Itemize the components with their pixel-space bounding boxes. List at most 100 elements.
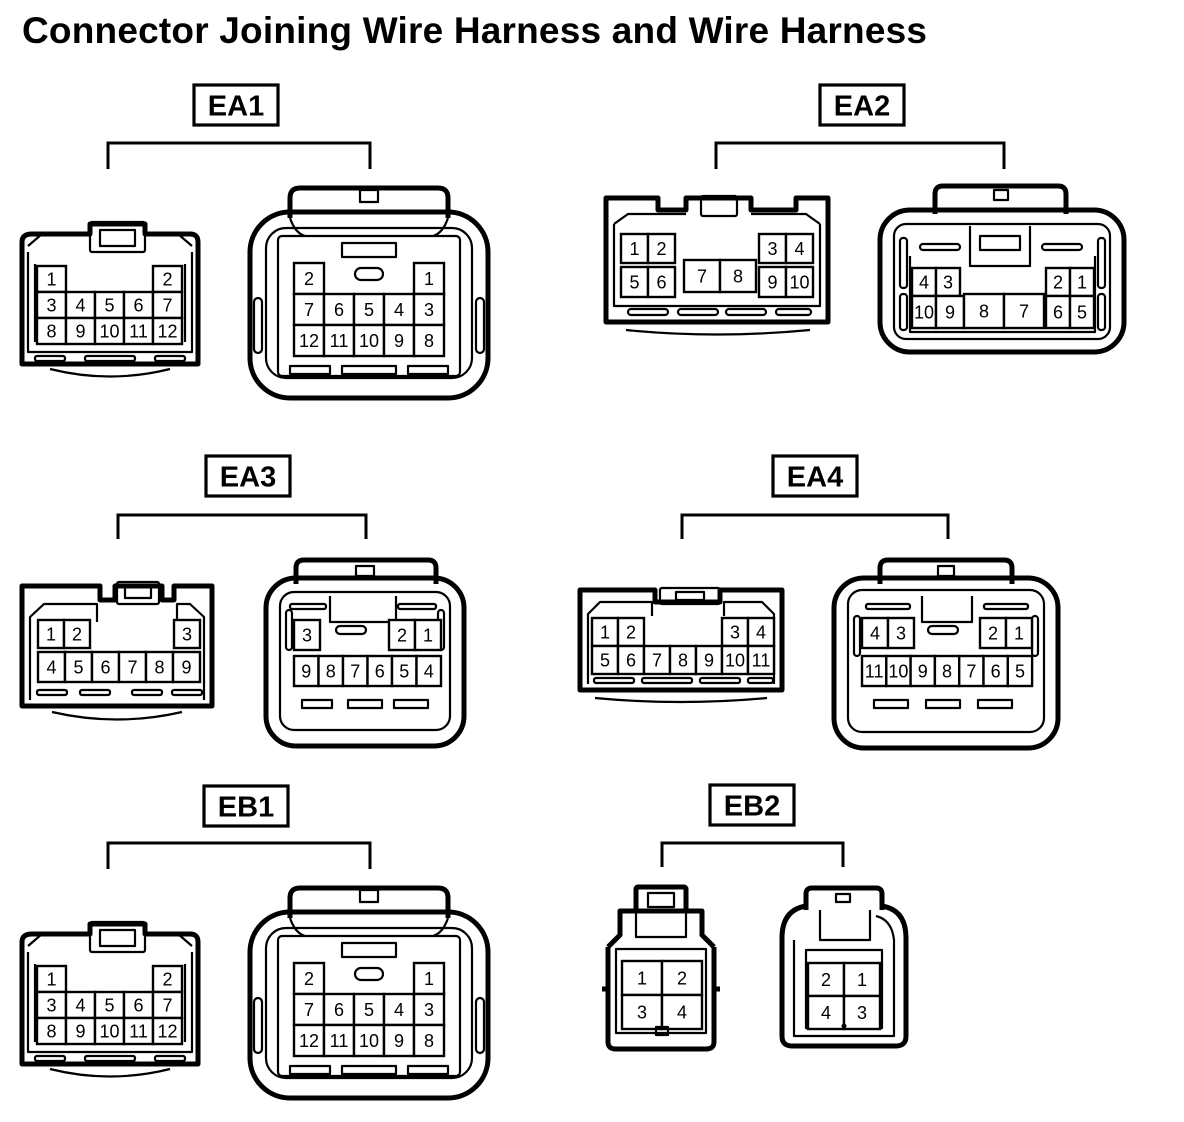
pin-number: 11 [330,1031,349,1051]
connector-outline [920,596,974,624]
pin-cavity [1044,294,1072,330]
connector-outline [606,908,716,949]
pin-cavity [390,654,418,688]
pin-number: 4 [677,1003,687,1023]
bracket [660,841,845,867]
pin-number: 3 [943,273,953,293]
pin-number: 3 [424,1000,434,1020]
pin-cavity [660,959,704,997]
pin-cavity [413,618,443,652]
connector-outline [625,328,811,336]
pin-cavity [144,650,175,684]
connector-shape [153,1054,187,1063]
connector-shape [153,354,187,363]
pin-cavity [122,316,155,346]
connector-shape [340,241,398,259]
connector-outline [287,185,451,218]
connector-outline [818,910,872,942]
connector-label-ea3: EA3 [204,454,292,498]
pin-number: 4 [424,662,434,682]
pin-number: 7 [350,662,360,682]
connector-shape [614,947,708,1035]
pin-cavity [292,992,326,1027]
bracket [106,141,372,169]
pin-number: 6 [133,996,143,1016]
connector-shape [872,698,910,710]
pin-number: 4 [821,1003,831,1023]
label-box [202,784,290,828]
connector-shape [264,926,474,1080]
connector-shape [33,354,67,363]
pin-cavity [962,292,1006,330]
connector-label: EA4 [787,462,843,494]
pin-cavity [660,993,704,1031]
pin-number: 4 [75,996,85,1016]
connector-shape [674,590,706,602]
pin-cavity [352,1023,386,1058]
connector-label-eb1: EB1 [202,784,290,828]
pin-number: 1 [1014,624,1024,644]
pin-cavity [668,644,698,676]
pin-number: 3 [857,1003,867,1023]
connector-shape [1096,292,1107,332]
pin-number: 10 [914,303,934,323]
pin-cavity [292,654,320,688]
pin-cavity [694,644,724,676]
connector-shape [864,602,912,611]
pin-number: 4 [75,296,85,316]
connector-shape [288,602,328,611]
connector-label: EB1 [218,792,274,824]
pin-number: 11 [865,662,884,682]
label-box [204,454,292,498]
connector-shape [284,608,294,652]
pin-number: 12 [157,322,177,342]
pin-cavity [35,264,68,294]
pin-cavity [90,650,121,684]
connector-shape [592,676,636,685]
pin-cavity [62,618,92,650]
pin-cavity [934,294,966,330]
pin-number: 2 [656,239,666,259]
pin-cavity [1044,266,1072,298]
connector-label: EA2 [834,91,890,123]
pin-number: 9 [301,662,311,682]
pin-number: 9 [394,331,404,351]
connector-shape [300,698,334,710]
pin-number: 3 [182,625,192,645]
pin-cavity [382,292,416,327]
pin-cavity [746,616,776,648]
connector-label-ea1: EA1 [192,83,280,127]
pin-number: 7 [304,1000,314,1020]
pin-cavity [842,994,882,1031]
pin-number: 3 [637,1003,647,1023]
pin-number: 4 [756,623,766,643]
pin-cavity [1004,616,1034,650]
connector-outline [779,903,909,1049]
pin-cavity [117,650,148,684]
pin-cavity [412,292,446,327]
connector-outline [877,557,1015,584]
connector-shape [278,590,452,732]
connector-shape [976,698,1014,710]
connector-outline [28,602,206,700]
pin-cavity [35,1016,68,1046]
page-title: Connector Joining Wire Harness and Wire … [22,10,928,51]
pin-number: 7 [1019,302,1029,322]
connector-shape [340,941,398,959]
pin-number: 6 [375,662,385,682]
pin-number: 8 [154,658,164,678]
connector-shape [834,892,852,904]
pin-number: 9 [75,1022,85,1042]
pin-number: 11 [330,331,349,351]
pin-number: 8 [733,267,743,287]
pin-number: 8 [46,322,56,342]
pin-number: 9 [945,303,955,323]
pin-cavity [616,644,646,676]
connector-shape [474,996,486,1055]
pin-cavity [646,232,677,265]
